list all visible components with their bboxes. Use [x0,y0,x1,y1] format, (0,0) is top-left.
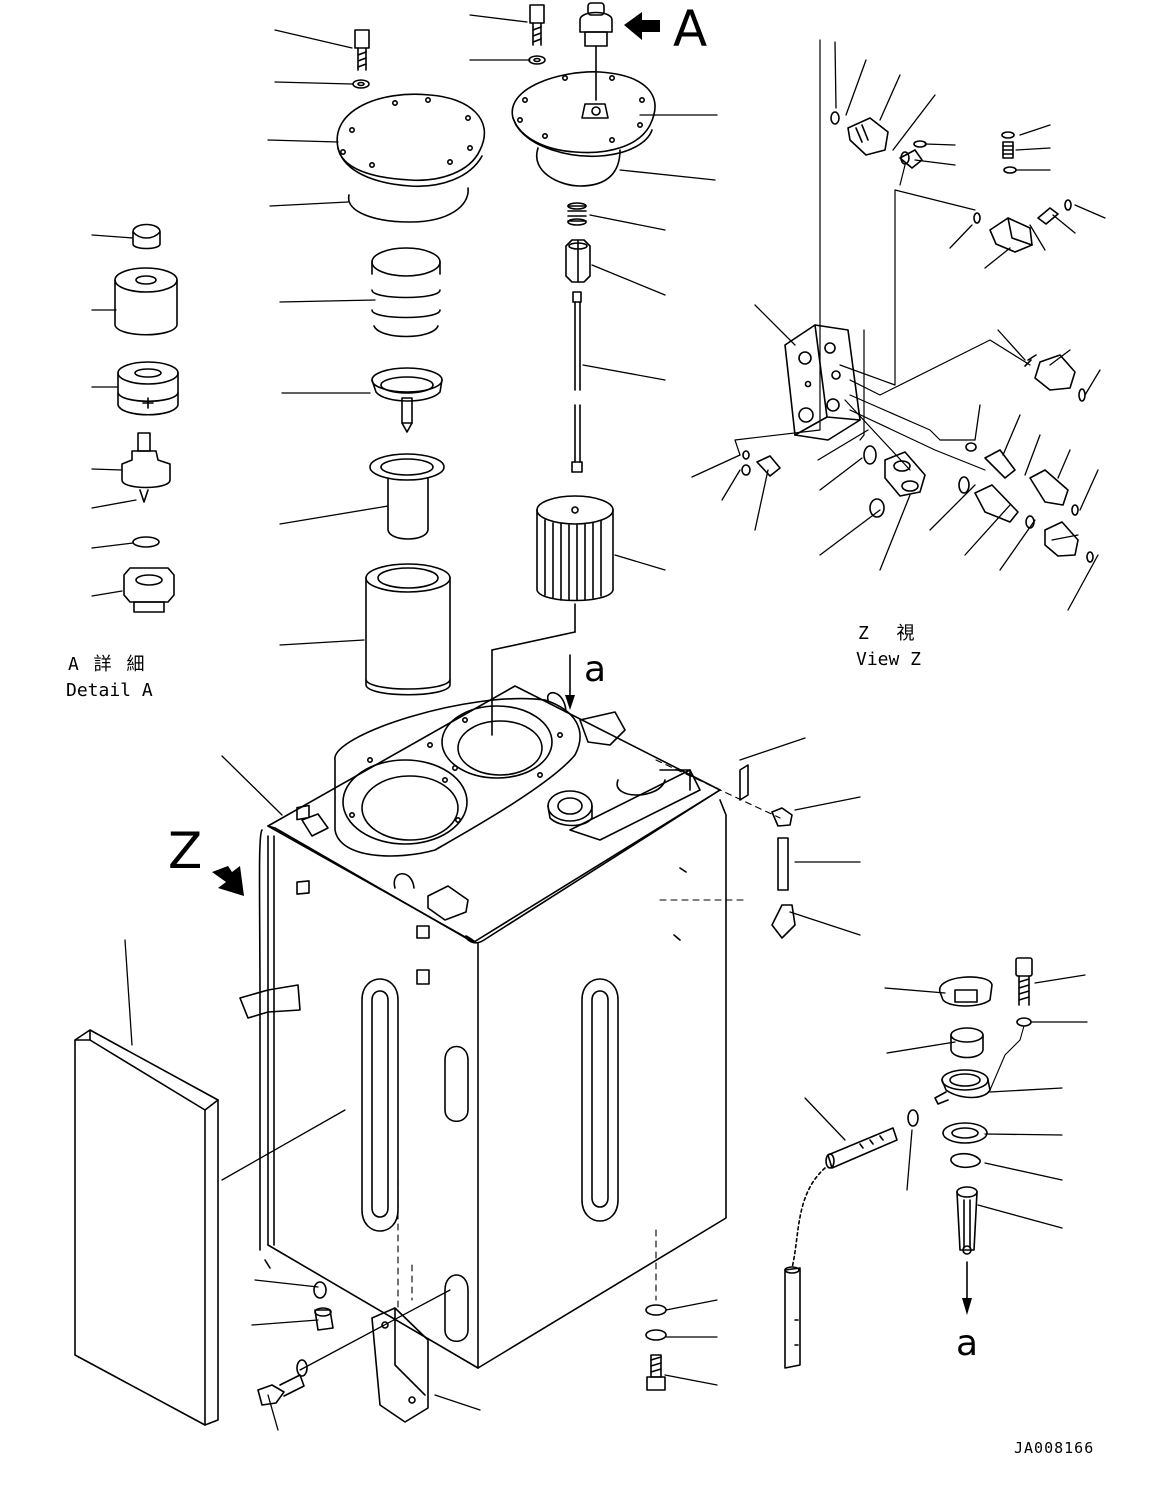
drain-hose [785,1168,825,1368]
filter-element-left [366,564,450,695]
section-label-a-top: a [584,649,607,690]
section-label-a-bottom: a [956,1323,979,1364]
small-spring [568,203,586,225]
gasket-left [349,188,468,222]
view-marker-z: Z [168,822,203,880]
filler-gasket [943,1123,987,1143]
view-z-title-en: View Z [856,649,922,670]
tank-side-brackets [240,985,468,1341]
sight-slot-left [362,979,398,1231]
detail-a-cap [133,225,160,249]
snap-ring [951,1154,980,1168]
filler-ring [951,1028,983,1058]
tank-right-fittings [674,765,795,940]
cover-plate-right [512,72,655,156]
spring-left [372,248,440,337]
filler-cap [940,977,992,1006]
tank-top-bracket [570,712,700,840]
manifold-block [785,325,860,440]
rod [572,292,582,472]
detail-a-oring [133,537,159,547]
filler-neck [935,1026,1024,1104]
leader-lines [92,15,1105,1430]
tank-lugs [297,693,566,984]
drain-bolt-bottom [646,1305,666,1390]
sight-slot-right [582,979,618,1221]
assembly-dashed-lines [398,760,780,1310]
hose-fitting [826,1110,918,1168]
bolt-cover-right [530,5,544,45]
cover-plate-left [337,94,484,186]
bolt-cover-left [355,30,369,70]
strainer-sleeve-left [370,454,444,539]
section-arrow-a-bottom [962,1262,972,1315]
detail-a-title-jp: A 詳 細 [68,654,147,675]
detail-a-body [115,268,177,335]
section-arrow-a-top [565,655,575,710]
washer-right [529,56,545,64]
washer-left [353,80,369,88]
view-z-fittings [742,112,1093,562]
detail-a-element [118,362,178,415]
breather-valve [580,3,612,100]
tank-top-flange [335,699,580,856]
detail-a-adapter [124,568,174,612]
arrow-z-icon [212,866,244,896]
detail-a-valve [122,433,170,502]
drawing-number: JA008166 [1014,1439,1095,1457]
view-z-piping-lines [735,40,1030,470]
strainer [957,1187,977,1254]
gasket-right [537,148,620,186]
filler-bolt [1016,958,1032,1026]
mounting-bracket [372,1308,428,1422]
side-cover-plate [75,1030,218,1425]
arrow-a-icon [624,12,660,40]
return-filter-element [492,496,613,735]
tank-body [260,800,727,1368]
tank-top-port [548,791,592,826]
view-marker-a: A [673,0,708,58]
hex-nut [566,240,590,282]
valve-left [372,368,442,432]
drain-parts [258,1282,333,1405]
view-z-title-jp: Z 視 [858,623,917,644]
detail-a-title-en: Detail A [66,680,153,701]
